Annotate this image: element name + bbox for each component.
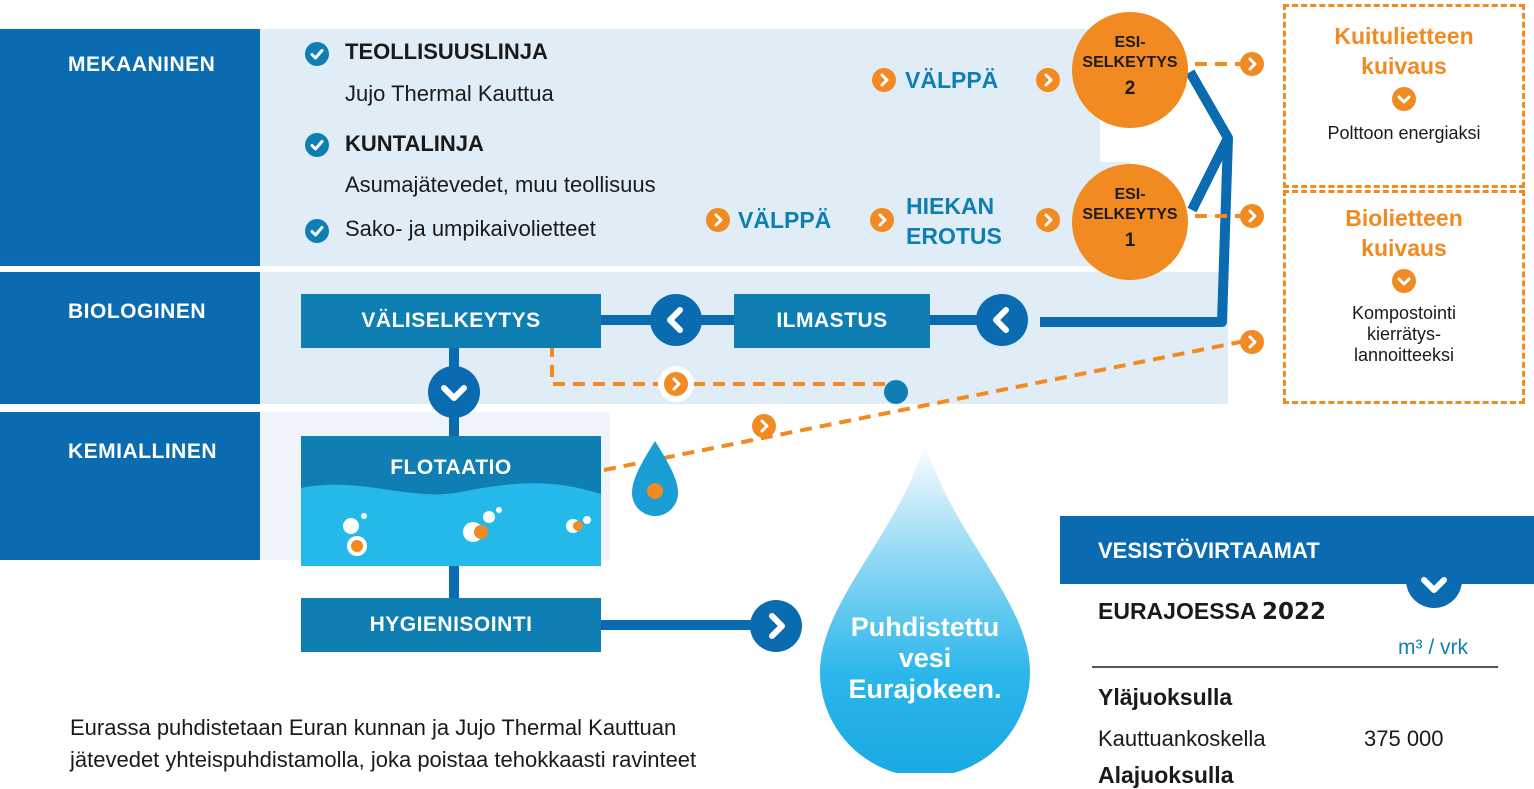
chevron-right-icon: [1240, 52, 1264, 76]
chevron-right-icon: [706, 208, 730, 232]
presettling-2-number: 2: [1124, 78, 1136, 99]
fiber-sludge-title-1: Kuitulietteen: [1334, 23, 1474, 49]
stage-biological-label: BIOLOGINEN: [68, 300, 207, 323]
stage-mechanical: MEKAANINEN: [0, 29, 260, 266]
flows-subtitle-prefix: EURAJOESSA: [1098, 598, 1263, 624]
grit-removal-line2: EROTUS: [906, 223, 1002, 249]
presettling-1-number: 1: [1124, 230, 1136, 251]
presettling-1-line2: SELKEYTYS: [1082, 206, 1178, 223]
chevron-right-icon: [1240, 204, 1264, 228]
presettling-2: ESI- SELKEYTYS 2: [1072, 12, 1188, 128]
chevron-right-icon: [1240, 330, 1264, 354]
lower-course-label: Alajuoksulla: [1098, 762, 1234, 788]
purified-water-line1: Puhdistettu: [850, 612, 1000, 642]
chevron-right-icon: [870, 208, 894, 232]
bio-sludge-use-3: lannoitteeksi: [1353, 345, 1455, 365]
chevron-down-icon: [1392, 87, 1416, 111]
municipal-line-title: KUNTALINJA: [345, 131, 484, 156]
presettling-1: ESI- SELKEYTYS 1: [1072, 164, 1188, 280]
stage-mechanical-label: MEKAANINEN: [68, 53, 216, 76]
fiber-sludge-title-2: kuivaus: [1361, 53, 1447, 79]
chevron-down-icon: [1406, 568, 1462, 608]
presettling-2-line1: ESI-: [1114, 34, 1146, 51]
flotation-label: FLOTAATIO: [390, 456, 512, 479]
bio-sludge-title-2: kuivaus: [1361, 235, 1447, 261]
screen-step-top: VÄLPPÄ: [905, 67, 999, 93]
screen-step-bottom: VÄLPPÄ: [738, 207, 832, 233]
bio-sludge-use-1: Kompostointi: [1351, 303, 1457, 323]
description-line2: jätevedet yhteispuhdistamolla, joka pois…: [70, 747, 697, 772]
chevron-right-icon: [658, 366, 694, 402]
chevron-right-icon: [1036, 208, 1060, 232]
bio-sludge-title-1: Biolietteen: [1345, 205, 1463, 231]
water-drop-icon: [820, 442, 1030, 773]
description-line1: Eurassa puhdistetaan Euran kunnan ja Juj…: [70, 715, 677, 740]
check-icon: [305, 219, 329, 243]
intermediate-clarifier: VÄLISELKEYTYS: [301, 294, 601, 348]
hygienisation: HYGIENISOINTI: [301, 598, 601, 652]
bio-sludge-use-2: kierrätys-: [1366, 324, 1441, 344]
upper-course-label: Yläjuoksulla: [1098, 684, 1233, 710]
check-icon: [305, 42, 329, 66]
chevron-right-icon: [752, 414, 776, 438]
chevron-left-icon: [650, 294, 702, 346]
chevron-right-icon: [1036, 68, 1060, 92]
upper-course-place: Kauttuankoskella: [1098, 726, 1266, 751]
chevron-left-icon: [976, 294, 1028, 346]
chevron-right-icon: [750, 600, 802, 652]
purified-water-label: Puhdistettu vesi Eurajokeen.: [810, 612, 1040, 705]
flows-header-label: VESISTÖVIRTAAMAT: [1098, 538, 1320, 563]
industry-line-title: TEOLLISUUSLINJA: [345, 39, 548, 64]
flows-subtitle: EURAJOESSA 2022: [1098, 598, 1326, 625]
purified-water-line2: vesi: [898, 643, 952, 673]
upper-course-value: 375 000: [1364, 726, 1444, 751]
chevron-right-icon: [872, 68, 896, 92]
presettling-2-line2: SELKEYTYS: [1082, 54, 1178, 71]
chevron-down-icon: [1392, 269, 1416, 293]
septic-sludge-label: Sako- ja umpikaivolietteet: [345, 216, 596, 241]
flows-divider: [1092, 666, 1498, 668]
aeration: ILMASTUS: [734, 294, 930, 348]
intermediate-clarifier-label: VÄLISELKEYTYS: [361, 309, 541, 332]
flows-header: VESISTÖVIRTAAMAT: [1060, 516, 1534, 584]
flotation-water: [301, 483, 601, 566]
stage-biological: BIOLOGINEN: [0, 272, 260, 404]
fiber-sludge-use: Polttoon energiaksi: [1327, 123, 1481, 143]
mechanical-band: [260, 29, 1100, 266]
stage-chemical: KEMIALLINEN: [0, 412, 260, 560]
industry-line-subtitle: Jujo Thermal Kauttua: [345, 81, 554, 106]
purified-water-line3: Eurajokeen.: [848, 674, 1002, 704]
presettling-1-line1: ESI-: [1114, 186, 1146, 203]
aeration-label: ILMASTUS: [776, 309, 888, 332]
bio-sludge-drying: Biolietteen kuivaus Kompostointi kierrät…: [1283, 190, 1525, 404]
grit-removal-line1: HIEKAN: [906, 193, 995, 219]
fiber-sludge-drying: Kuitulietteen kuivaus Polttoon energiaks…: [1283, 4, 1525, 188]
municipal-line-subtitle: Asumajätevedet, muu teollisuus: [345, 172, 656, 197]
hygienisation-label: HYGIENISOINTI: [369, 613, 533, 636]
flows-subtitle-year: 2022: [1262, 599, 1327, 625]
chevron-down-icon: [428, 366, 480, 418]
check-icon: [305, 133, 329, 157]
stage-chemical-label: KEMIALLINEN: [68, 440, 217, 463]
flows-unit: m³ / vrk: [1398, 636, 1468, 659]
